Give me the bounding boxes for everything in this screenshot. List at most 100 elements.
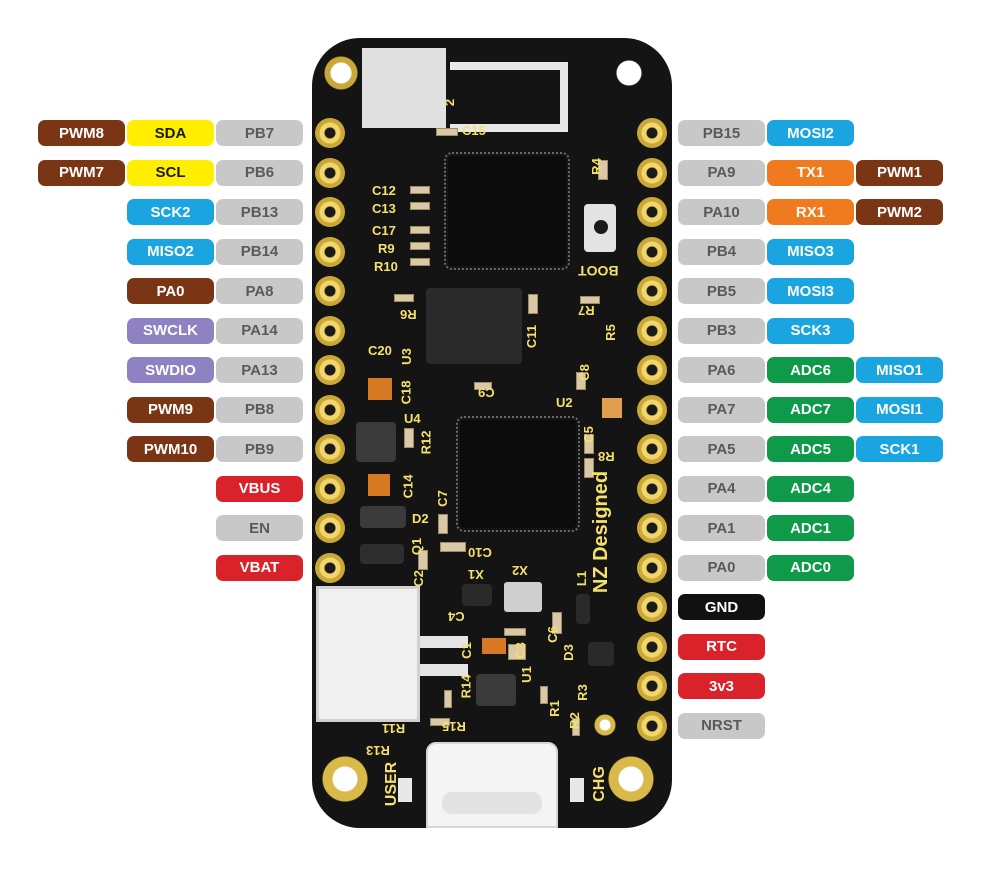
pin-label-scl: SCL — [127, 159, 214, 186]
silk-c20: C20 — [368, 343, 392, 358]
silk-c15: C15 — [462, 123, 486, 138]
pin-label-pa1: PA1 — [678, 515, 765, 541]
pin-label-swclk: SWCLK — [127, 317, 214, 344]
silk-c2: C2 — [410, 570, 426, 587]
silk-c12: C12 — [372, 183, 396, 198]
regulator-u4 — [356, 422, 396, 462]
smd-part — [598, 160, 608, 180]
pin-label-mosi1: MOSI1 — [856, 396, 943, 423]
pin-label-miso2: MISO2 — [127, 238, 214, 265]
header-pad — [637, 157, 667, 188]
smd-part — [572, 718, 580, 736]
header-pad — [315, 197, 345, 227]
silk-c5: C5 — [580, 426, 596, 443]
smd-part — [474, 382, 492, 390]
pin-label-swdio: SWDIO — [127, 357, 214, 383]
smd-part — [508, 644, 526, 660]
silk-c13: C13 — [372, 201, 396, 216]
silk-r10: R10 — [374, 259, 398, 274]
header-pad — [637, 513, 667, 543]
header-pad — [637, 434, 667, 464]
mcu-chip-main — [456, 416, 580, 532]
charger-u1 — [476, 674, 516, 706]
pcb-board: 2 C15 R4 C12 — [312, 38, 672, 828]
silk-c4: C4 — [448, 609, 465, 624]
header-pad — [637, 631, 667, 662]
header-pad — [637, 118, 667, 148]
silk-c1: C1 — [458, 642, 474, 659]
battery-connector — [316, 586, 420, 722]
pin-label-pa6: PA6 — [678, 357, 765, 383]
pin-label-pb9: PB9 — [216, 436, 303, 462]
pin-label-nrst: NRST — [678, 712, 765, 739]
capacitor-c5 — [602, 398, 622, 418]
silk-r14: R14 — [458, 674, 474, 699]
pin-label-sda: SDA — [127, 120, 214, 146]
silk-c8: C8 — [576, 364, 592, 381]
smd-part — [576, 372, 586, 390]
pin-label-adc4: ADC4 — [767, 475, 854, 502]
header-pad — [315, 473, 345, 504]
mounting-hole-top-left — [324, 56, 358, 90]
pin-label-adc7: ADC7 — [767, 396, 854, 423]
silk-r12: R12 — [418, 430, 434, 455]
pin-label-pa14: PA14 — [216, 317, 303, 344]
pin-label-vbat: VBAT — [216, 554, 303, 581]
pin-label-pa5: PA5 — [678, 436, 765, 462]
pin-label-vbus: VBUS — [216, 475, 303, 502]
smd-part — [404, 428, 414, 448]
pin-label-pb14: PB14 — [216, 238, 303, 265]
pin-label-tx1: TX1 — [767, 159, 854, 186]
pin-label-pb6: PB6 — [216, 159, 303, 186]
header-pad — [315, 276, 345, 306]
capacitor-c20 — [368, 378, 392, 400]
header-pad — [637, 355, 667, 385]
flash-chip — [426, 288, 522, 364]
smd-part — [440, 542, 466, 552]
pin-label-pa0: PA0 — [127, 278, 214, 304]
silk-boot: BOOT — [578, 263, 619, 279]
pin-label-pwm9: PWM9 — [127, 396, 214, 423]
header-pad — [315, 434, 345, 464]
silk-r1: R1 — [546, 700, 562, 717]
smd-part — [410, 202, 430, 210]
pin-label-miso1: MISO1 — [856, 357, 943, 383]
silk-c3: C3 — [512, 642, 528, 659]
pin-label-pb3: PB3 — [678, 317, 765, 344]
pin-label-pa7: PA7 — [678, 396, 765, 423]
silk-r9: R9 — [378, 241, 395, 256]
pin-label-sck1: SCK1 — [856, 436, 943, 462]
silk-c10: C10 — [468, 545, 492, 560]
pin-label-pb13: PB13 — [216, 199, 303, 225]
smd-part — [430, 718, 450, 726]
header-pad — [637, 710, 667, 741]
silk-c6: C6 — [544, 626, 560, 643]
silk-c9: C9 — [478, 385, 495, 400]
smd-part — [436, 128, 458, 136]
header-pad — [637, 552, 667, 583]
silk-r11: R11 — [382, 721, 406, 736]
silk-x2: X2 — [512, 563, 528, 578]
pin-label-pa0: PA0 — [678, 554, 765, 581]
rtc-pad — [594, 714, 616, 736]
header-pad — [315, 157, 345, 188]
header-pad — [637, 236, 667, 267]
header-pad — [315, 236, 345, 267]
mounting-hole-bottom-left — [320, 754, 370, 804]
chg-led — [570, 778, 584, 802]
silk-r8: R8 — [598, 449, 615, 464]
battery-connector-pin — [420, 636, 468, 648]
smd-part — [580, 296, 600, 304]
silk-u3: U3 — [398, 348, 414, 365]
silk-r4: R4 — [588, 158, 604, 175]
battery-connector-pin — [420, 664, 468, 676]
smd-part — [410, 186, 430, 194]
pin-label-pwm1: PWM1 — [856, 159, 943, 186]
smd-part — [528, 294, 538, 314]
transistor-q1 — [360, 544, 404, 564]
pin-label-pa13: PA13 — [216, 357, 303, 383]
pin-label-pwm10: PWM10 — [127, 436, 214, 462]
header-pad — [637, 473, 667, 504]
silk-c17: C17 — [372, 223, 396, 238]
smd-part — [552, 612, 562, 634]
